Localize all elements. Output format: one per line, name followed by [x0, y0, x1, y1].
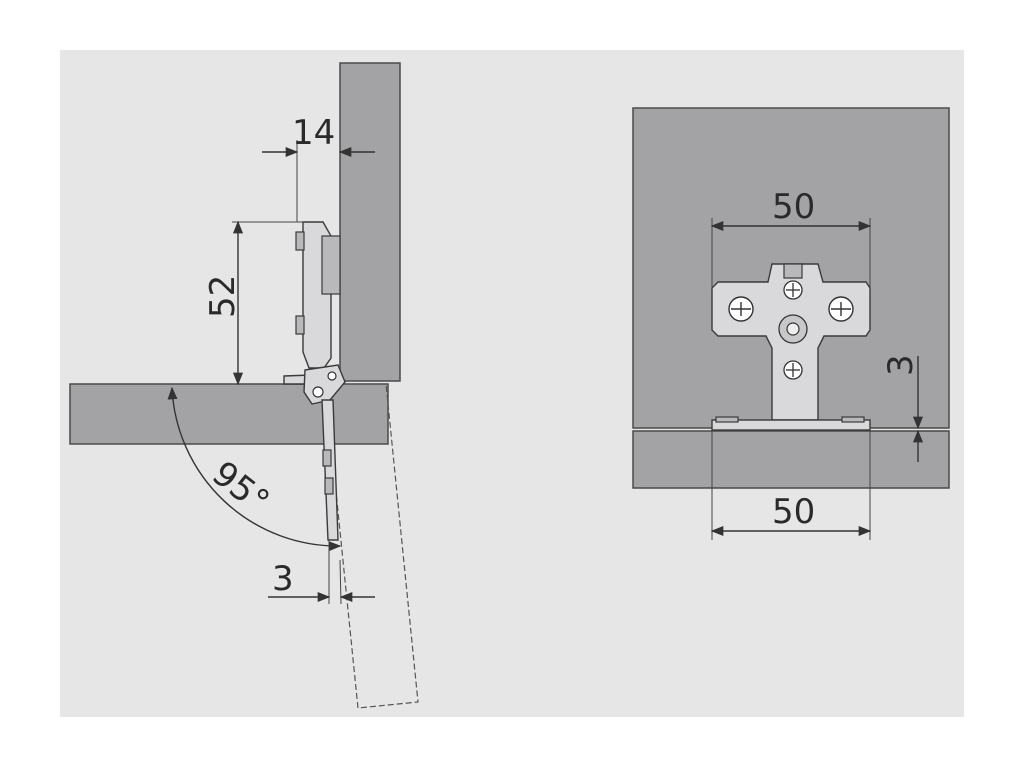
front-gap-label: 3	[881, 354, 921, 376]
dimension-overlay-label: 14	[292, 113, 335, 153]
door-panel-closed	[69, 383, 389, 445]
front-door-panel	[632, 430, 950, 489]
adjustment-cam-icon	[778, 314, 808, 344]
base-width-label: 50	[772, 492, 815, 532]
screw-left-icon	[728, 296, 754, 322]
opening-angle-arc	[167, 386, 342, 552]
side-gap-label: 3	[272, 559, 294, 599]
hinge-front-plate	[711, 263, 871, 431]
screw-bottom-icon	[783, 360, 803, 380]
screw-top-icon	[783, 280, 803, 300]
cabinet-side-panel	[339, 62, 401, 382]
dimension-height-label: 52	[203, 275, 243, 318]
plate-width-label: 50	[772, 187, 815, 227]
screw-right-icon	[828, 296, 854, 322]
side-view: 14 52 95° 3	[69, 62, 419, 709]
front-view: 50 3 50	[632, 107, 950, 540]
